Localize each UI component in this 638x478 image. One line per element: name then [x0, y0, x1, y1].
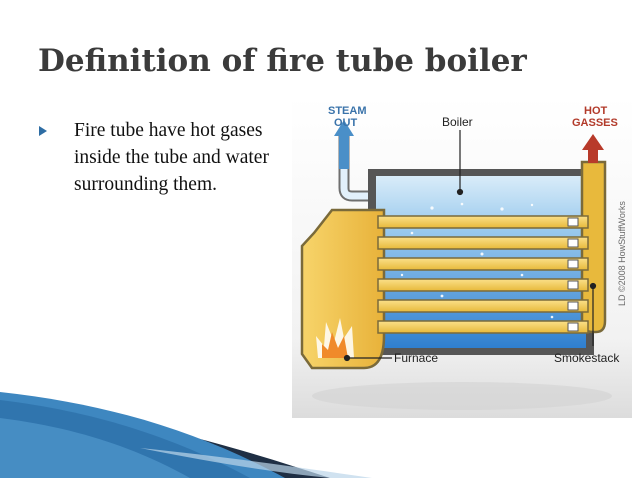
- hot-gasses-label-line1: HOT: [584, 105, 608, 117]
- slide-title: Definition of fire tube boiler: [38, 43, 527, 79]
- hot-gasses-arrow-icon: [582, 134, 604, 163]
- decorative-swoosh: [0, 392, 372, 478]
- boiler-label: Boiler: [442, 115, 473, 129]
- steam-bubbles: [400, 202, 554, 319]
- steam-out-label-line2: OUT: [334, 117, 358, 129]
- bullet-list: Fire tube have hot gases inside the tube…: [38, 117, 288, 198]
- furnace: [300, 208, 386, 370]
- furnace-label: Furnace: [394, 351, 438, 365]
- hot-gasses-label-line2: GASSES: [572, 117, 618, 129]
- bullet-text: Fire tube have hot gases inside the tube…: [74, 120, 269, 195]
- steam-pipe: [338, 136, 372, 202]
- steam-out-label-line1: STEAM: [328, 105, 367, 117]
- steam-out-arrow-icon: [334, 120, 354, 169]
- smokestack-label: Smokestack: [554, 351, 620, 365]
- fire-tubes: [377, 215, 589, 334]
- bullet-item: Fire tube have hot gases inside the tube…: [38, 117, 288, 198]
- triangle-bullet-icon: [38, 117, 74, 144]
- fire-tube-boiler-diagram: STEAM OUT HOT GASSES Boiler Furnace Smok…: [292, 96, 632, 418]
- copyright-credit: LD ©2008 HowStuffWorks: [617, 201, 627, 306]
